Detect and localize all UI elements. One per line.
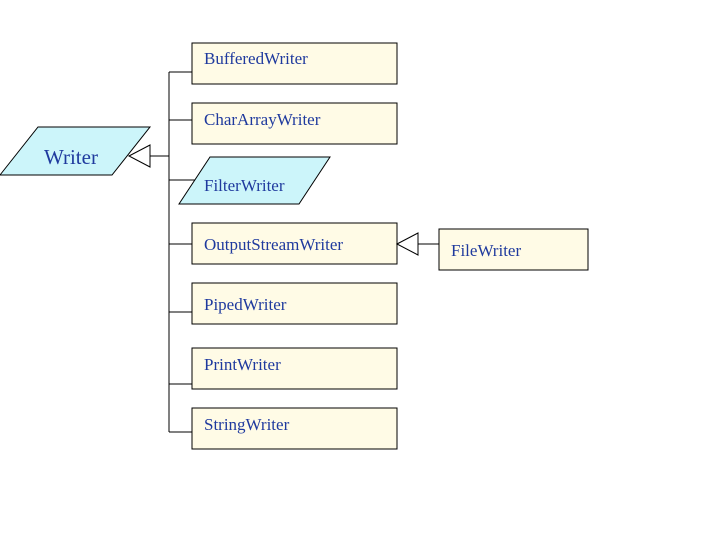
outputstreamwriter-label: OutputStreamWriter (204, 235, 344, 254)
bufferedwriter-label: BufferedWriter (204, 49, 308, 68)
printwriter-box (191, 347, 398, 390)
writer-label: Writer (44, 145, 98, 169)
filewriter-box (438, 228, 589, 271)
pipedwriter-box (191, 282, 398, 325)
printwriter-label: PrintWriter (204, 355, 281, 374)
filewriter-label: FileWriter (451, 241, 522, 260)
chararraywriter-box (191, 102, 398, 145)
filterwriter-shape (178, 156, 331, 205)
writer-shape (0, 126, 152, 176)
stringwriter-label: StringWriter (204, 415, 290, 434)
stringwriter-box (191, 407, 398, 450)
inheritance-arrowhead (395, 232, 419, 256)
pipedwriter-label: PipedWriter (204, 295, 287, 314)
filterwriter-label: FilterWriter (204, 176, 285, 195)
outputstreamwriter-box (191, 222, 398, 265)
chararraywriter-label: CharArrayWriter (204, 110, 321, 129)
bufferedwriter-box (191, 42, 398, 85)
